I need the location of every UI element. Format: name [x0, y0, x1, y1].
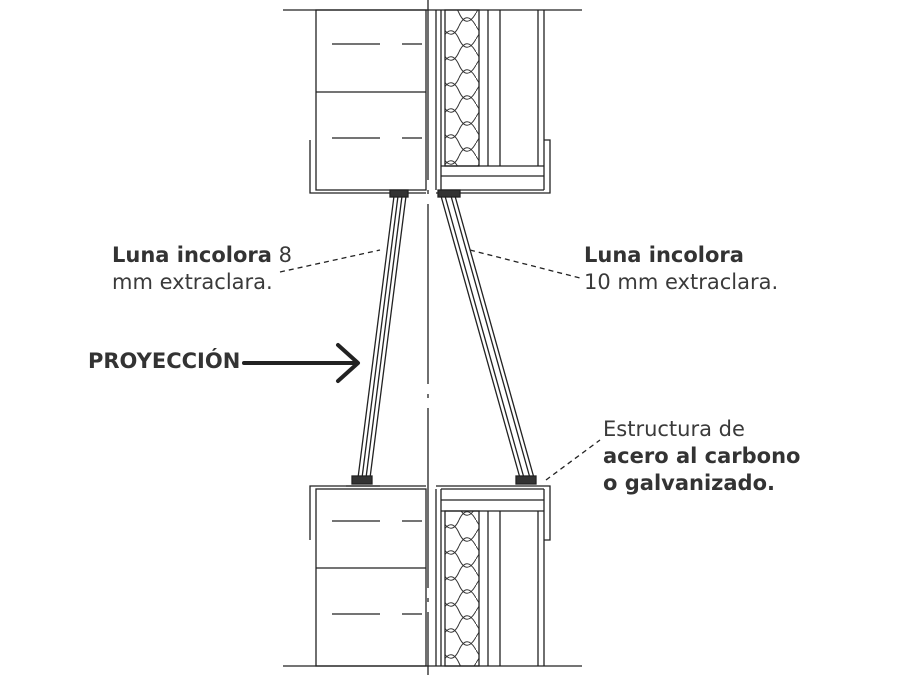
leader-left-glass: [279, 249, 381, 273]
label-right-glass-line2: 10 mm extraclara.: [584, 270, 779, 294]
projection-arrow: [242, 343, 360, 383]
leader-structure: [545, 439, 601, 481]
label-right-glass: Luna incolora 10 mm extraclara.: [584, 242, 778, 296]
bottom-right-panel: [435, 485, 551, 667]
top-left-frame: [309, 9, 427, 194]
label-structure: Estructura de acero al carbono o galvani…: [603, 416, 800, 497]
right-glass-pane: [437, 189, 537, 485]
top-right-panel: [435, 9, 551, 194]
label-structure-line3: o galvanizado.: [603, 471, 775, 495]
label-left-glass-bold: Luna incolora: [112, 243, 272, 267]
bottom-left-frame: [309, 485, 427, 667]
label-left-glass: Luna incolora 8 mm extraclara.: [112, 242, 292, 296]
label-right-glass-bold: Luna incolora: [584, 243, 744, 267]
leader-right-glass: [469, 249, 581, 279]
label-left-glass-rest: 8: [271, 243, 292, 267]
label-left-glass-line2: mm extraclara.: [112, 270, 273, 294]
label-structure-line1: Estructura de: [603, 417, 745, 441]
label-structure-line2: acero al carbono: [603, 444, 801, 468]
label-projection: PROYECCIÓN: [88, 349, 241, 373]
left-glass-pane: [346, 189, 409, 487]
